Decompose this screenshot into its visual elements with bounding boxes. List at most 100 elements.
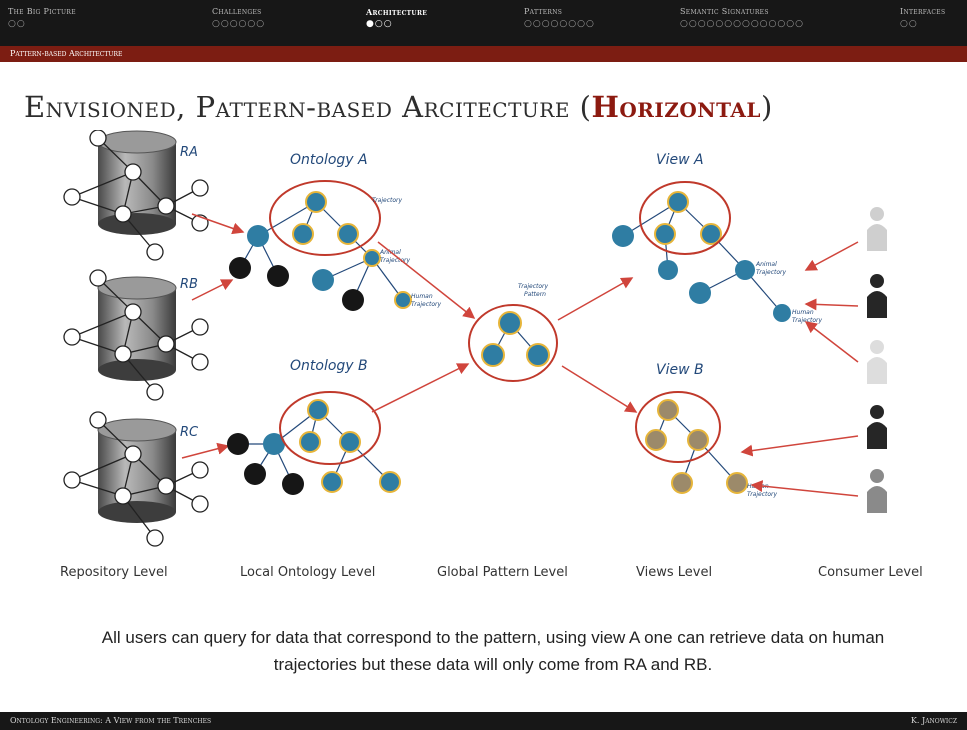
ontology-node	[229, 257, 251, 279]
nav-section-challenges[interactable]: Challenges	[212, 7, 262, 16]
graph-network-icon	[63, 269, 209, 401]
pattern-highlight-circle	[639, 181, 731, 255]
pattern-node	[363, 249, 381, 267]
view-b: View B Human Trajectory	[635, 362, 777, 498]
annotation-trajectory-pattern-2: Pattern	[524, 291, 546, 298]
view-node	[671, 472, 693, 494]
nav-dots-architecture[interactable]: ●○○	[366, 19, 393, 29]
pattern-node	[657, 399, 679, 421]
view-label-a: View A	[656, 152, 704, 168]
nav-dots-challenges[interactable]: ○○○○○○	[212, 19, 266, 29]
pattern-node	[379, 471, 401, 493]
ontology-node	[227, 433, 249, 455]
pattern-node	[645, 429, 667, 451]
nav-dots-interfaces[interactable]: ○○	[900, 19, 918, 29]
repository-label-rc: RC	[180, 425, 199, 440]
database-cylinder-icon	[97, 418, 177, 523]
pattern-node	[299, 431, 321, 453]
pattern-node	[307, 399, 329, 421]
view-b-annotation-human-2: Trajectory	[747, 491, 777, 498]
pattern-node	[667, 191, 689, 213]
pattern-node	[481, 343, 505, 367]
subsection-title: Pattern-based Architecture	[10, 49, 123, 58]
ontology-node	[267, 265, 289, 287]
pattern-node	[687, 429, 709, 451]
nav-dots-big-picture[interactable]: ○○	[8, 19, 26, 29]
view-annotation-human-1: Human	[792, 309, 814, 316]
nav-dots-patterns[interactable]: ○○○○○○○○	[524, 19, 595, 29]
annotation-trajectory: Trajectory	[372, 197, 402, 204]
repository-rb: RB	[63, 269, 209, 401]
ontology-a: Ontology A Trajectory Animal Trajectory …	[229, 152, 441, 311]
repository-ra: RA	[63, 130, 209, 261]
consumer-user-icon	[867, 274, 887, 318]
ontology-label-b: Ontology B	[290, 358, 368, 374]
level-label-repository: Repository Level	[60, 565, 168, 580]
pattern-node	[337, 223, 359, 245]
annotation-trajectory-pattern-1: Trajectory	[518, 283, 548, 290]
nav-section-architecture[interactable]: Architecture	[366, 7, 428, 17]
footer-author: K. Janowicz	[910, 716, 957, 725]
subsection-bar: Pattern-based Architecture	[0, 46, 967, 62]
nav-section-big-picture[interactable]: The Big Picture	[8, 7, 76, 16]
slide-title-main: Envisioned, Pattern-based Arcitecture (	[24, 90, 592, 124]
view-label-b: View B	[656, 362, 704, 378]
consumer-user-icon	[867, 207, 887, 251]
nav-section-patterns[interactable]: Patterns	[524, 7, 563, 16]
slide-title-highlight: Horizontal	[591, 90, 761, 124]
pattern-highlight-circle	[635, 391, 721, 463]
repository-arrows	[181, 213, 245, 459]
pattern-highlight-circle	[468, 304, 558, 382]
level-label-local-ontology: Local Ontology Level	[240, 565, 376, 580]
graph-network-icon	[63, 130, 209, 261]
database-cylinder-icon	[97, 130, 177, 235]
footer-talk-title: Ontology Engineering: A View from the Tr…	[10, 716, 212, 725]
consumer-user-icon	[867, 340, 887, 384]
consumer-user-icon	[867, 405, 887, 449]
ontology-node	[263, 433, 285, 455]
repository-rc: RC	[63, 411, 209, 547]
graph-network-icon	[63, 411, 209, 547]
level-label-global-pattern: Global Pattern Level	[437, 565, 568, 580]
view-a: View A Animal Trajectory Human Trajector…	[612, 152, 822, 324]
ontology-node	[247, 225, 269, 247]
pattern-highlight-circle	[279, 391, 381, 465]
level-label-views: Views Level	[636, 565, 713, 580]
annotation-human-1: Human	[411, 293, 433, 300]
view-annotation-human-2: Trajectory	[792, 317, 822, 324]
database-cylinder-icon	[97, 276, 177, 381]
view-annotation-animal-2: Trajectory	[756, 269, 786, 276]
pattern-node	[394, 291, 412, 309]
consumer-arrows	[740, 241, 859, 497]
ontology-node	[282, 473, 304, 495]
view-node	[658, 260, 678, 280]
nav-dots-semantic-signatures[interactable]: ○○○○○○○○○○○○○○	[680, 19, 804, 29]
pattern-node	[305, 191, 327, 213]
view-node	[689, 282, 711, 304]
architecture-diagram: RA RB	[63, 130, 887, 547]
slide-caption: All users can query for data that corres…	[101, 628, 885, 674]
pattern-arrows	[371, 241, 638, 413]
slide-title-end: )	[760, 90, 773, 124]
annotation-human-2: Trajectory	[411, 301, 441, 308]
view-annotation-animal-1: Animal	[755, 261, 777, 268]
global-pattern: Trajectory Pattern	[468, 283, 558, 382]
ontology-node	[312, 269, 334, 291]
pattern-node	[339, 431, 361, 453]
view-node	[773, 304, 791, 322]
pattern-highlight-circle	[269, 180, 381, 256]
view-node	[612, 225, 634, 247]
ontology-node	[244, 463, 266, 485]
pattern-node	[526, 343, 550, 367]
consumer-user-icon	[867, 469, 887, 513]
nav-section-interfaces[interactable]: Interfaces	[900, 7, 946, 16]
pattern-node	[498, 311, 522, 335]
nav-section-semantic-signatures[interactable]: Semantic Signatures	[680, 7, 769, 16]
pattern-node	[654, 223, 676, 245]
pattern-node	[321, 471, 343, 493]
slide-title: Envisioned, Pattern-based Arcitecture (H…	[24, 90, 773, 124]
pattern-node	[700, 223, 722, 245]
annotation-animal-1: Animal	[379, 249, 401, 256]
ontology-node	[342, 289, 364, 311]
ontology-label-a: Ontology A	[290, 152, 368, 168]
